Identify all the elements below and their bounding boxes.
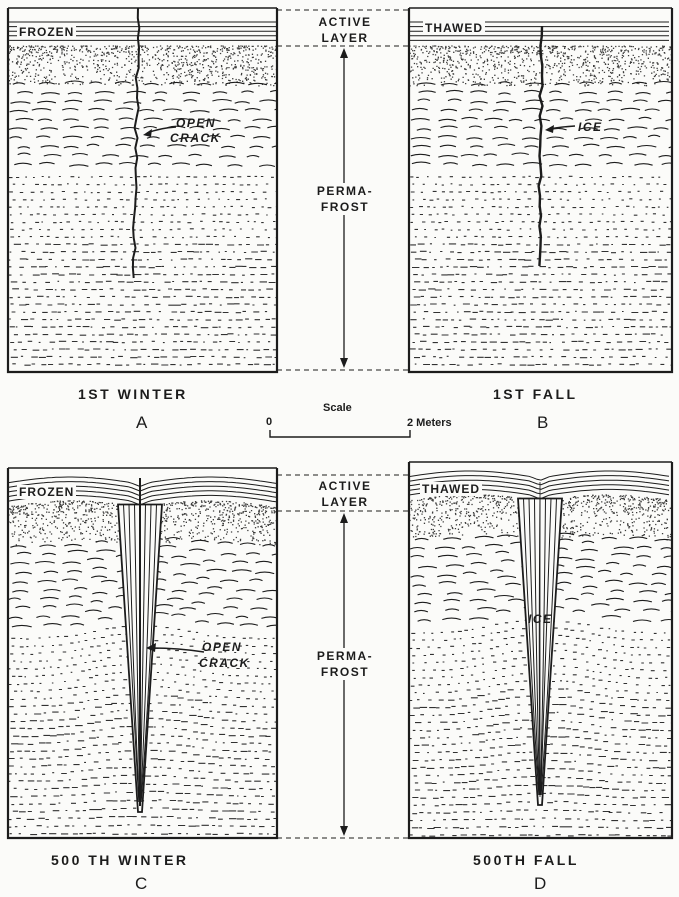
panel-b-strata — [409, 22, 679, 365]
panel-d-section — [409, 462, 679, 838]
panel-c-pointer-arrow — [146, 643, 204, 652]
panel-a-note-line1: OPEN — [176, 116, 216, 131]
permafrost-line2: FROST — [300, 199, 390, 215]
panel-c-section — [8, 468, 291, 838]
panel-c-caption: 500 TH WINTER — [51, 852, 189, 868]
active-layer-line1: ACTIVE — [292, 478, 398, 494]
panel-a-surface-label: FROZEN — [17, 25, 76, 39]
panel-d-caption: 500TH FALL — [473, 852, 579, 868]
panel-b-wavy-strata — [411, 82, 679, 167]
middle-dimension-lines — [277, 10, 409, 838]
permafrost-line1: PERMA- — [300, 648, 390, 664]
scale-start: 0 — [266, 416, 272, 428]
panel-a-note-line2: CRACK — [170, 131, 221, 146]
active-layer-line1: ACTIVE — [292, 14, 398, 30]
active-layer-line2: LAYER — [292, 494, 398, 510]
panel-c-note-line1: OPEN — [202, 640, 242, 655]
panel-b-caption: 1ST FALL — [493, 386, 578, 402]
panel-d-note-line1: ICE — [528, 612, 553, 627]
panel-d-surface-label: THAWED — [420, 482, 482, 496]
panel-b-frame — [409, 8, 672, 372]
panel-b-section — [409, 8, 679, 372]
scale-title: Scale — [323, 402, 352, 414]
active-layer-label-upper: ACTIVE LAYER — [292, 14, 398, 46]
panel-a-caption: 1ST WINTER — [78, 386, 188, 402]
panel-a-strata — [8, 22, 290, 365]
panel-a-wavy-strata — [9, 81, 290, 167]
panel-a-crack — [133, 8, 139, 278]
panel-c-surface-label: FROZEN — [17, 485, 76, 499]
panel-a-dashed-strata — [8, 176, 280, 365]
panel-c-letter: C — [135, 874, 147, 894]
scale-end: 2 Meters — [407, 417, 452, 429]
panel-b-crack — [539, 26, 543, 266]
panel-c-note-line2: CRACK — [199, 656, 250, 671]
permafrost-line2: FROST — [300, 664, 390, 680]
panel-b-surface-label: THAWED — [423, 21, 485, 35]
panel-b-letter: B — [537, 413, 548, 433]
panel-a-stipple — [8, 46, 278, 86]
active-layer-line2: LAYER — [292, 30, 398, 46]
panel-d-letter: D — [534, 874, 546, 894]
permafrost-line1: PERMA- — [300, 183, 390, 199]
panel-b-dashed-strata — [410, 176, 679, 365]
panel-a-letter: A — [136, 413, 147, 433]
panel-a-frame — [8, 8, 277, 372]
active-layer-label-lower: ACTIVE LAYER — [292, 478, 398, 510]
permafrost-label-lower: PERMA- FROST — [300, 648, 390, 680]
scale-bar — [270, 430, 410, 437]
panel-b-note-line1: ICE — [578, 120, 603, 135]
panel-a-section — [8, 8, 290, 372]
permafrost-label-upper: PERMA- FROST — [300, 183, 390, 215]
